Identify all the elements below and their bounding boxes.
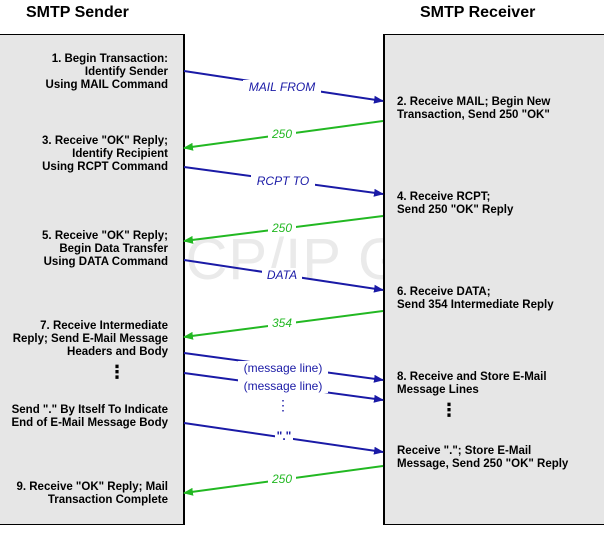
receiver-title: SMTP Receiver [420,4,536,21]
arrow-reply-354: 354 [183,310,384,340]
sender-panel [0,34,185,525]
label-rcpt-to: RCPT TO [257,174,309,188]
sender-ellipsis: ⋮ [108,362,126,382]
label-data: DATA [267,268,297,282]
arrow-reply-250-b: 250 [183,215,384,244]
arrow-rcpt-to: RCPT TO [183,166,384,197]
label-end-dot: "." [277,429,292,443]
receiver-step-4: 4. Receive RCPT;Send 250 "OK" Reply [397,191,514,216]
arrow-reply-250-a: 250 [183,120,384,151]
sender-title: SMTP Sender [26,4,129,21]
label-354: 354 [272,316,292,330]
receiver-ellipsis: ⋮ [440,400,458,420]
label-250-c: 250 [271,472,292,486]
arrow-reply-250-c: 250 [183,465,384,496]
arrow-data: DATA [183,259,384,293]
label-250-a: 250 [271,127,292,141]
label-message-ellipsis: ⋮ [276,397,290,413]
receiver-panel [383,34,604,525]
label-mail-from: MAIL FROM [249,80,315,94]
arrow-message-line-2: (message line) [183,372,384,403]
receiver-step-6: 6. Receive DATA;Send 354 Intermediate Re… [397,286,554,311]
arrow-end-dot: "." [183,422,384,455]
label-250-b: 250 [271,221,292,235]
label-message-line-2: (message line) [244,379,323,393]
arrow-message-line-1: (message line) [183,352,384,383]
arrow-mail-from: MAIL FROM [183,70,384,104]
label-message-line-1: (message line) [244,361,323,375]
sender-step-5: 5. Receive "OK" Reply;Begin Data Transfe… [42,230,168,268]
sender-step-3: 3. Receive "OK" Reply;Identify Recipient… [42,135,168,173]
